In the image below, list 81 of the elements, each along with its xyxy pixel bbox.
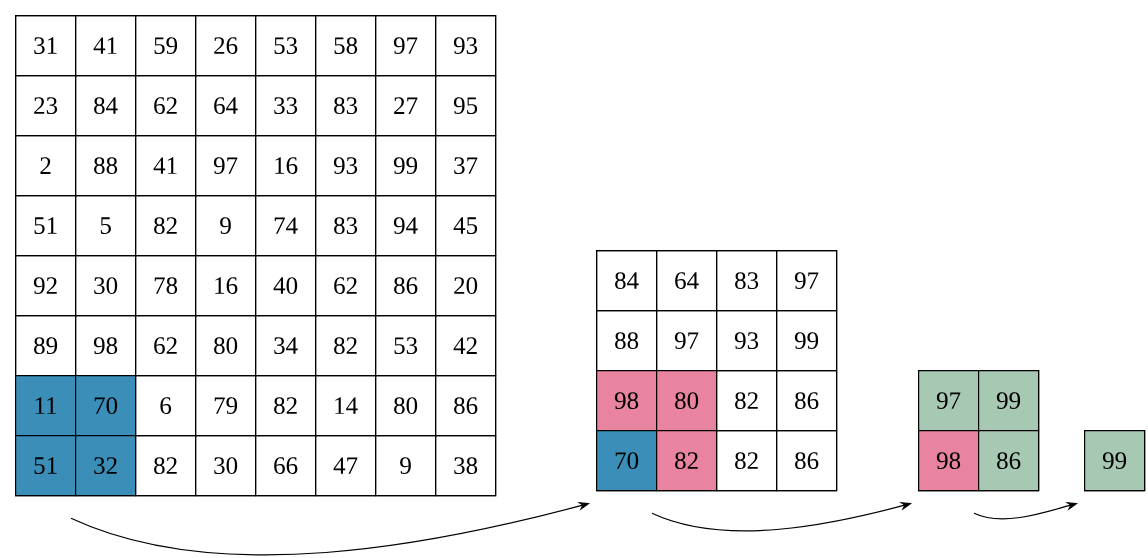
grid-cell: 51 bbox=[15, 435, 77, 497]
grid-cell: 82 bbox=[656, 430, 718, 492]
grid-cell: 88 bbox=[75, 135, 137, 197]
grid-cell: 30 bbox=[75, 255, 137, 317]
grid-cell: 64 bbox=[195, 75, 257, 137]
grid-cell: 6 bbox=[135, 375, 197, 437]
grid-cell: 95 bbox=[435, 75, 497, 137]
grid-cell: 47 bbox=[315, 435, 377, 497]
grid-cell: 23 bbox=[15, 75, 77, 137]
grid-cell: 40 bbox=[255, 255, 317, 317]
grid-cell: 99 bbox=[1084, 430, 1146, 492]
grid-cell: 84 bbox=[75, 75, 137, 137]
grid-cell: 82 bbox=[315, 315, 377, 377]
grid-cell: 34 bbox=[255, 315, 317, 377]
grid-cell: 62 bbox=[135, 315, 197, 377]
grid-cell: 59 bbox=[135, 15, 197, 77]
grid-cell: 82 bbox=[255, 375, 317, 437]
grid-cell: 94 bbox=[375, 195, 437, 257]
grid-cell: 16 bbox=[195, 255, 257, 317]
grid-cell: 84 bbox=[596, 250, 658, 312]
grid-cell: 20 bbox=[435, 255, 497, 317]
grid-cell: 93 bbox=[435, 15, 497, 77]
grid-cell: 97 bbox=[776, 250, 838, 312]
grid-cell: 27 bbox=[375, 75, 437, 137]
grid-cell: 64 bbox=[656, 250, 718, 312]
grid-cell: 82 bbox=[716, 370, 778, 432]
grid-cell: 99 bbox=[978, 370, 1040, 432]
grid-cell: 80 bbox=[375, 375, 437, 437]
grid-cell: 16 bbox=[255, 135, 317, 197]
grid-cell: 70 bbox=[75, 375, 137, 437]
grid-cell: 86 bbox=[435, 375, 497, 437]
grid-cell: 26 bbox=[195, 15, 257, 77]
grid-cell: 58 bbox=[315, 15, 377, 77]
grid-cell: 66 bbox=[255, 435, 317, 497]
grid-cell: 80 bbox=[195, 315, 257, 377]
grid-cell: 70 bbox=[596, 430, 658, 492]
grid-cell: 37 bbox=[435, 135, 497, 197]
grid-cell: 51 bbox=[15, 195, 77, 257]
grid-cell: 11 bbox=[15, 375, 77, 437]
grid-cell: 99 bbox=[776, 310, 838, 372]
grid-cell: 9 bbox=[195, 195, 257, 257]
grid-cell: 82 bbox=[135, 435, 197, 497]
grid-cell: 97 bbox=[195, 135, 257, 197]
grid-cell: 80 bbox=[656, 370, 718, 432]
grid-cell: 62 bbox=[315, 255, 377, 317]
grid-cell: 93 bbox=[315, 135, 377, 197]
grid-cell: 32 bbox=[75, 435, 137, 497]
grid-cell: 5 bbox=[75, 195, 137, 257]
grid-cell: 97 bbox=[375, 15, 437, 77]
grid-cell: 98 bbox=[596, 370, 658, 432]
grid-cell: 62 bbox=[135, 75, 197, 137]
grid-cell: 14 bbox=[315, 375, 377, 437]
grid-cell: 82 bbox=[135, 195, 197, 257]
grid-cell: 41 bbox=[135, 135, 197, 197]
grid-cell: 74 bbox=[255, 195, 317, 257]
grid-cell: 83 bbox=[315, 195, 377, 257]
grid-cell: 38 bbox=[435, 435, 497, 497]
grid-cell: 41 bbox=[75, 15, 137, 77]
grid-cell: 97 bbox=[918, 370, 980, 432]
grid-cell: 31 bbox=[15, 15, 77, 77]
grid-cell: 86 bbox=[776, 370, 838, 432]
grid-cell: 78 bbox=[135, 255, 197, 317]
grid-cell: 45 bbox=[435, 195, 497, 257]
grid-cell: 30 bbox=[195, 435, 257, 497]
grid-cell: 86 bbox=[776, 430, 838, 492]
grid-cell: 79 bbox=[195, 375, 257, 437]
grid-cell: 99 bbox=[375, 135, 437, 197]
grid-cell: 86 bbox=[978, 430, 1040, 492]
grid-cell: 86 bbox=[375, 255, 437, 317]
grid-cell: 82 bbox=[716, 430, 778, 492]
grid-cell: 53 bbox=[375, 315, 437, 377]
grid-cell: 93 bbox=[716, 310, 778, 372]
grid-cell: 83 bbox=[716, 250, 778, 312]
grid-cell: 53 bbox=[255, 15, 317, 77]
grid-cell: 92 bbox=[15, 255, 77, 317]
grid-cell: 33 bbox=[255, 75, 317, 137]
grid-cell: 98 bbox=[918, 430, 980, 492]
grid-cell: 9 bbox=[375, 435, 437, 497]
grid-cell: 42 bbox=[435, 315, 497, 377]
grid-cell: 83 bbox=[315, 75, 377, 137]
grid-cell: 2 bbox=[15, 135, 77, 197]
